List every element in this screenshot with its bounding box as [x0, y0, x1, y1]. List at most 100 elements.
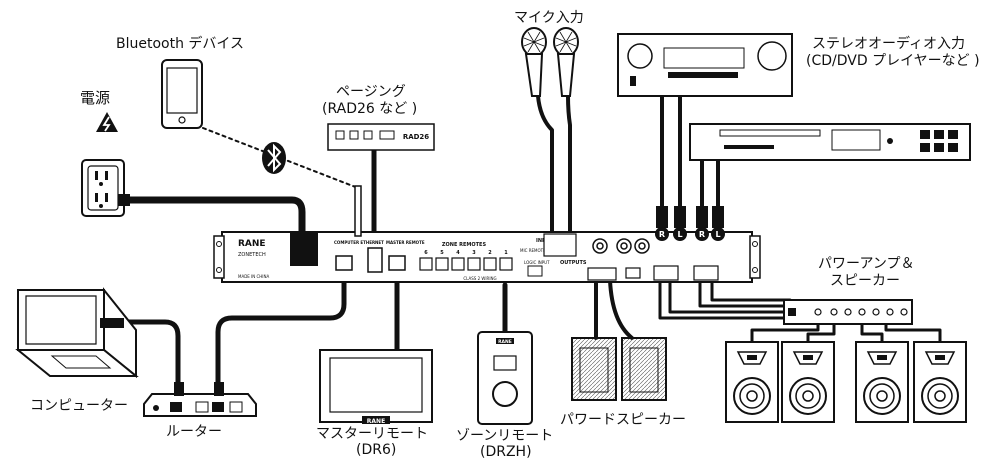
- cables: [119, 94, 942, 391]
- stereo-receiver: [617, 33, 793, 97]
- mic-cable-left: [536, 94, 554, 240]
- rca-plugs: [655, 206, 725, 241]
- label-zone-remote-line1: ゾーンリモート: [456, 428, 554, 444]
- label-power: 電源: [80, 89, 111, 107]
- label-computer: コンピューター: [30, 398, 128, 414]
- passive-speaker: [781, 341, 835, 423]
- powered-speaker-left: [571, 337, 617, 401]
- amp-speaker-cable-1: [750, 320, 820, 344]
- amp-cable-4: [710, 278, 792, 302]
- output-terminal-3: [653, 265, 679, 281]
- rca-r-marker-2: R: [699, 230, 705, 239]
- computer-ethernet-port: [335, 255, 353, 271]
- zone-port-number: 6: [424, 250, 428, 256]
- logic-input-port: [527, 265, 543, 277]
- zone-remote-port: [483, 257, 497, 271]
- power-amplifier: [783, 299, 913, 325]
- amp-speaker-cable-4: [884, 320, 942, 344]
- drzh-logo: RANE: [498, 339, 512, 345]
- powered-speaker-cable-right: [608, 278, 634, 340]
- xlr-jacks: [592, 238, 650, 254]
- label-router: ルーター: [166, 424, 222, 440]
- zone-remote-port: [451, 257, 465, 271]
- rane-logo: RANE: [238, 239, 266, 249]
- amp-cable-1: [658, 278, 792, 320]
- passive-speaker: [855, 341, 909, 423]
- zone-port-number: 2: [488, 250, 492, 256]
- passive-speaker: [913, 341, 967, 423]
- label-paging-line2: (RAD26 など ): [322, 101, 418, 117]
- microphone-left: [521, 27, 547, 97]
- power-inlet: [290, 232, 318, 266]
- zone-remote-drzh: RANE: [477, 331, 533, 425]
- output-terminal-2: [625, 267, 641, 279]
- rca-r-marker-1: R: [659, 230, 665, 239]
- made-in-label: MADE IN CHINA: [238, 274, 269, 279]
- zonetech-label: ZONETECH: [238, 252, 266, 258]
- label-powered-speaker: パワードスピーカー: [560, 412, 686, 428]
- label-bluetooth-device: Bluetooth デバイス: [116, 36, 244, 52]
- label-stereo-line2: (CD/DVD プレイヤーなど ): [806, 53, 980, 69]
- mic-input-block: [543, 233, 577, 257]
- rca-l-marker-1: L: [677, 230, 682, 239]
- master-remote-port-2: [388, 255, 406, 271]
- bluetooth-phone: [161, 59, 203, 129]
- passive-speaker: [725, 341, 779, 423]
- bluray-player: [689, 123, 971, 161]
- rca-l-marker-2: L: [715, 230, 720, 239]
- amp-cable-2: [668, 278, 792, 314]
- laptop: [15, 287, 139, 379]
- output-terminal-1: [587, 267, 617, 281]
- microphones: [521, 27, 579, 97]
- antenna: [354, 185, 362, 237]
- label-amp-line1: パワーアンプ＆: [818, 256, 915, 272]
- zone-remote-port: [467, 257, 481, 271]
- computer-ethernet-label: COMPUTER ETHERNET: [334, 240, 384, 245]
- microphone-right: [553, 27, 579, 97]
- amp-cable-3: [698, 278, 792, 308]
- zone-remote-port: [435, 257, 449, 271]
- label-mic-input: マイク入力: [514, 10, 584, 26]
- zone-remote-port: [419, 257, 433, 271]
- label-zone-remote-line2: (DRZH): [480, 444, 532, 460]
- output-terminal-4: [693, 265, 719, 281]
- master-remote-label: MASTER REMOTE: [386, 240, 425, 245]
- power-outlet: [81, 159, 130, 217]
- zone-remotes-label: ZONE REMOTES: [442, 242, 487, 248]
- master-remote-dr6: RANE: [319, 349, 433, 425]
- power-warning-icon: [96, 112, 118, 132]
- logic-input-label: LOGIC INPUT: [524, 260, 550, 265]
- powered-speaker-right: [621, 337, 667, 401]
- outputs-label: OUTPUTS: [560, 260, 587, 266]
- amp-terminals: [814, 308, 908, 316]
- label-amp-line2: スピーカー: [830, 273, 900, 289]
- zone-port-number: 3: [472, 250, 476, 256]
- powered-speakers: [571, 337, 667, 401]
- zone-port-number: 4: [456, 250, 460, 256]
- computer-ethernet-cable: [215, 279, 347, 391]
- rad-logo: RAD26: [403, 133, 429, 141]
- amp-speaker-cable-2: [806, 320, 836, 344]
- bluetooth-icon: [262, 142, 286, 174]
- master-remote-port: [367, 247, 383, 273]
- label-paging-line1: ページング: [336, 84, 406, 100]
- mic-remote-label: MIC REMOTE: [520, 248, 546, 253]
- zonetech-main-unit: RANE ZONETECH MADE IN CHINA COMPUTER ETH…: [213, 185, 761, 283]
- class2-label: CLASS 2 WIRING: [463, 276, 496, 281]
- label-master-remote-line2: (DR6): [356, 442, 397, 458]
- label-master-remote-line1: マスターリモート: [316, 426, 428, 442]
- dr6-logo: RANE: [367, 418, 385, 425]
- zone-remote-ports: 6 5 4 3 2 1: [419, 250, 513, 271]
- power-cable: [124, 196, 306, 236]
- paging-unit: RAD26: [327, 123, 435, 151]
- router: [143, 382, 257, 417]
- zone-port-number: 5: [440, 250, 444, 256]
- label-stereo-line1: ステレオオーディオ入力: [812, 36, 966, 52]
- zone-port-number: 1: [504, 250, 508, 256]
- laptop-cable: [119, 319, 181, 391]
- mic-cable-right: [566, 94, 572, 240]
- zone-remote-port: [499, 257, 513, 271]
- passive-speakers: [725, 341, 967, 423]
- amp-speaker-cable-3: [860, 320, 884, 344]
